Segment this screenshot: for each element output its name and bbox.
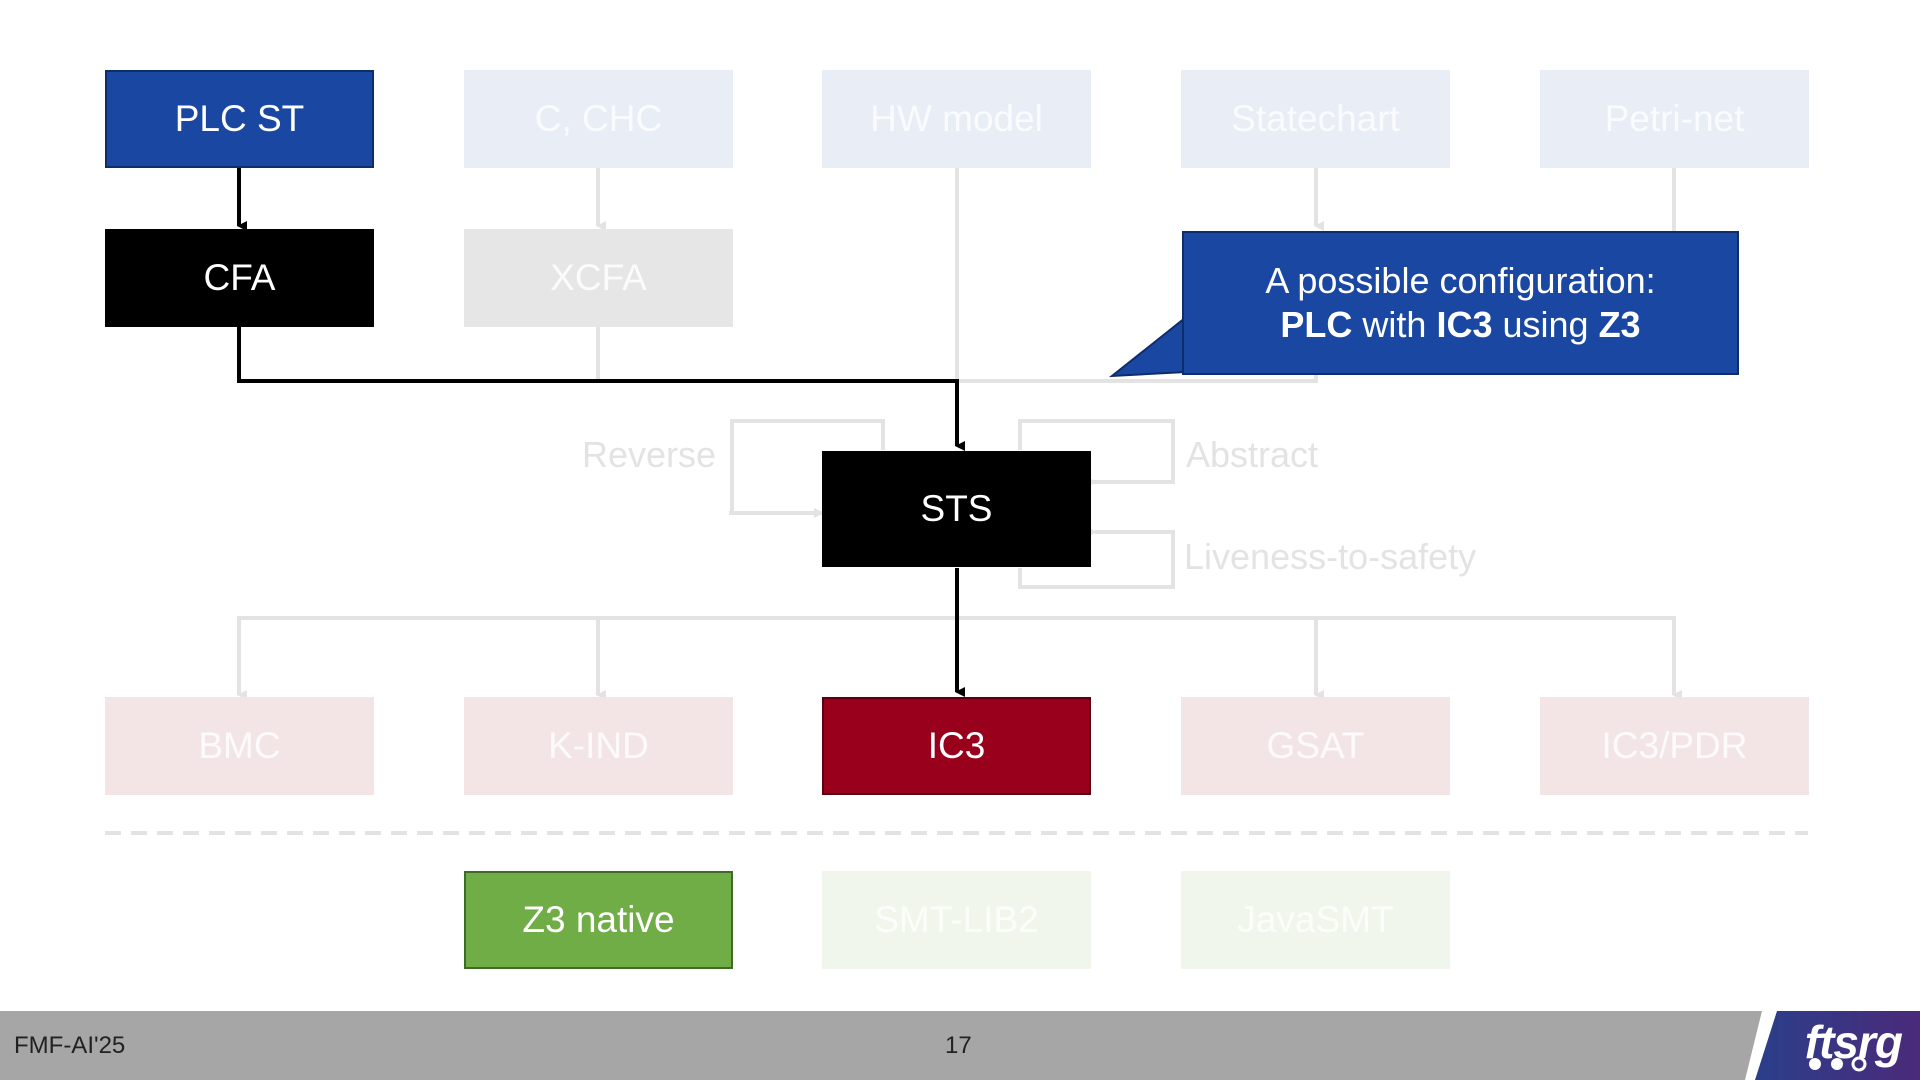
node-plc-st: PLC ST <box>105 70 374 168</box>
node-c-chc: C, CHC <box>464 70 733 168</box>
node-bmc: BMC <box>105 697 374 795</box>
label-abstract: Abstract <box>1186 434 1319 475</box>
ftsrg-logo: ftsrg <box>1745 1011 1920 1080</box>
edge-cfa-sts <box>237 327 965 451</box>
node-ic3-pdr: IC3/PDR <box>1540 697 1809 795</box>
node-sts: STS <box>822 451 1091 567</box>
node-hw-model: HW model <box>822 70 1091 168</box>
node-z3-native: Z3 native <box>464 871 733 969</box>
node-gsat: GSAT <box>1181 697 1450 795</box>
node-ic3: IC3 <box>822 697 1091 795</box>
node-petri-net: Petri-net <box>1540 70 1809 168</box>
node-k-ind: K-IND <box>464 697 733 795</box>
logo-text: ftsrg <box>1804 1016 1903 1068</box>
callout-using: using <box>1492 304 1599 345</box>
callout-line-1: A possible configuration: <box>1265 260 1656 301</box>
diagram-edges <box>105 168 1808 835</box>
callout-plc: PLC <box>1280 304 1353 345</box>
callout-line-2: PLC with IC3 using Z3 <box>1184 303 1737 347</box>
page-number: 17 <box>945 1032 972 1059</box>
footer-event: FMF-AI'25 <box>14 1032 126 1059</box>
edge-xcfa-sts <box>596 327 957 383</box>
node-cfa: CFA <box>105 229 374 327</box>
label-liveness-to-safety: Liveness-to-safety <box>1184 536 1477 577</box>
node-statechart: Statechart <box>1181 70 1450 168</box>
callout-pointer <box>1108 315 1186 378</box>
loop-reverse-arrow <box>730 421 824 518</box>
callout-z3: Z3 <box>1598 304 1641 345</box>
node-smt-lib2: SMT-LIB2 <box>822 871 1091 969</box>
logo-background <box>1745 1011 1920 1080</box>
callout-ic3: IC3 <box>1436 304 1493 345</box>
loop-liveness <box>1018 527 1175 589</box>
label-reverse: Reverse <box>582 434 717 475</box>
callout-with: with <box>1352 304 1437 345</box>
highlight-edges <box>237 168 965 697</box>
slide-footer: FMF-AI'25 17 ftsrg <box>0 1011 1920 1080</box>
configuration-callout: A possible configuration: PLC with IC3 u… <box>1182 231 1739 375</box>
node-xcfa: XCFA <box>464 229 733 327</box>
node-javasmt: JavaSMT <box>1181 871 1450 969</box>
